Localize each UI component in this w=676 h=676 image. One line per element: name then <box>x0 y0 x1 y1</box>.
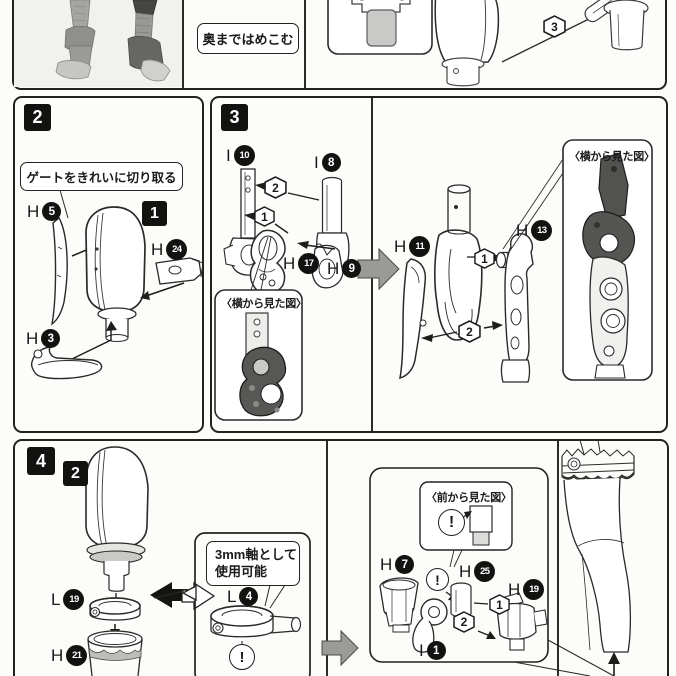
leg-result-art <box>579 440 601 455</box>
step4-art <box>85 440 636 676</box>
side-view-label-right: 〈横から見た図〉 <box>569 151 655 163</box>
part-h5-art <box>50 216 68 326</box>
panel-step-3 <box>210 96 668 433</box>
knee-joint-dark-art <box>598 152 629 220</box>
hexagon-icon <box>543 15 566 38</box>
part-label-h7: H 7 <box>380 555 415 574</box>
finished-model-photo <box>14 0 182 87</box>
side-view-label-left: 〈横から見た図〉 <box>221 298 307 310</box>
step3-number-badge: 3 <box>221 104 248 131</box>
step2-number-badge: 2 <box>24 104 51 131</box>
step4-number-badge: 4 <box>27 447 55 475</box>
subassembly-2-badge: 2 <box>63 461 88 486</box>
part-label-i8: I 8 <box>314 153 341 172</box>
step4-divider-left <box>326 441 328 676</box>
assembly-marker-3: 3 <box>543 15 566 38</box>
part-label-h24: H 24 <box>151 239 188 260</box>
part-h9-art <box>311 244 344 289</box>
panel-top <box>12 0 667 90</box>
assembly-marker-2a: 2 <box>264 176 287 199</box>
callout-push-in: 奥まではめこむ <box>197 23 299 54</box>
warning-icon-b: ! <box>438 509 465 536</box>
part-i1-art <box>420 598 448 626</box>
warning-icon-a: ! <box>229 644 255 670</box>
part-h11-art <box>399 258 427 380</box>
thigh-assembled-art <box>447 184 471 194</box>
white-right-arrow-icon <box>181 581 216 611</box>
part-label-h9: H 9 <box>327 259 362 278</box>
part-label-i10: I 10 <box>226 145 255 166</box>
part-h13-art <box>495 251 507 269</box>
part-label-h19: H 19 <box>508 579 545 600</box>
part-label-h13: H 13 <box>516 220 553 241</box>
front-view-label: 〈前から見た図〉 <box>426 492 512 504</box>
step2-art <box>30 189 203 380</box>
step4-divider-right <box>557 441 559 676</box>
part-label-i1: I 1 <box>419 641 446 660</box>
top-divider-left <box>182 0 184 88</box>
part-label-l4: L 4 <box>227 587 259 606</box>
part-label-h5: H 5 <box>27 202 62 221</box>
marker-3-line <box>501 13 600 63</box>
assembly-marker-1a: 1 <box>254 206 275 227</box>
part-label-l19: L 19 <box>51 589 85 610</box>
part-label-h17: H 17 <box>283 253 320 274</box>
part-h17-art <box>249 229 286 294</box>
step3-art <box>214 139 653 421</box>
black-left-arrow-icon <box>150 582 188 608</box>
top-divider-right <box>304 0 306 88</box>
part-i10-art <box>240 168 256 239</box>
assembly-marker-1b: 1 <box>474 248 495 269</box>
connector-tab <box>366 9 397 47</box>
panel-step-2 <box>13 96 204 433</box>
thigh-back-part <box>434 0 500 65</box>
top-step-art <box>327 0 649 87</box>
assembly-marker-2b: 2 <box>458 320 481 343</box>
part-label-h25: H 25 <box>459 561 496 582</box>
part-h24-art <box>155 257 202 285</box>
step-arrow-icon <box>357 247 400 291</box>
callout-3mm-shaft: 3mm軸として 使用可能 <box>206 541 300 586</box>
inset-box-3mm <box>194 532 311 676</box>
part-label-h11: H 11 <box>394 236 431 257</box>
callout-push-in-text: 奥まではめこむ <box>202 32 294 47</box>
callout-cut-gate: ゲートをきれいに切り取る <box>20 162 183 191</box>
side-view-part-dark <box>239 346 287 417</box>
panel-step-4 <box>13 439 669 676</box>
step-arrow-icon <box>321 629 359 667</box>
result-box <box>369 467 549 663</box>
assembly-marker-1c: 1 <box>489 594 510 615</box>
subassembly-1-badge: 1 <box>142 201 167 226</box>
thigh-subassembly-art <box>85 446 149 549</box>
part-label-h21: H 21 <box>51 645 88 666</box>
warning-icon-c: ! <box>426 568 449 591</box>
part-label-h3: H 3 <box>26 329 61 348</box>
assembly-marker-2c: 2 <box>453 611 475 633</box>
